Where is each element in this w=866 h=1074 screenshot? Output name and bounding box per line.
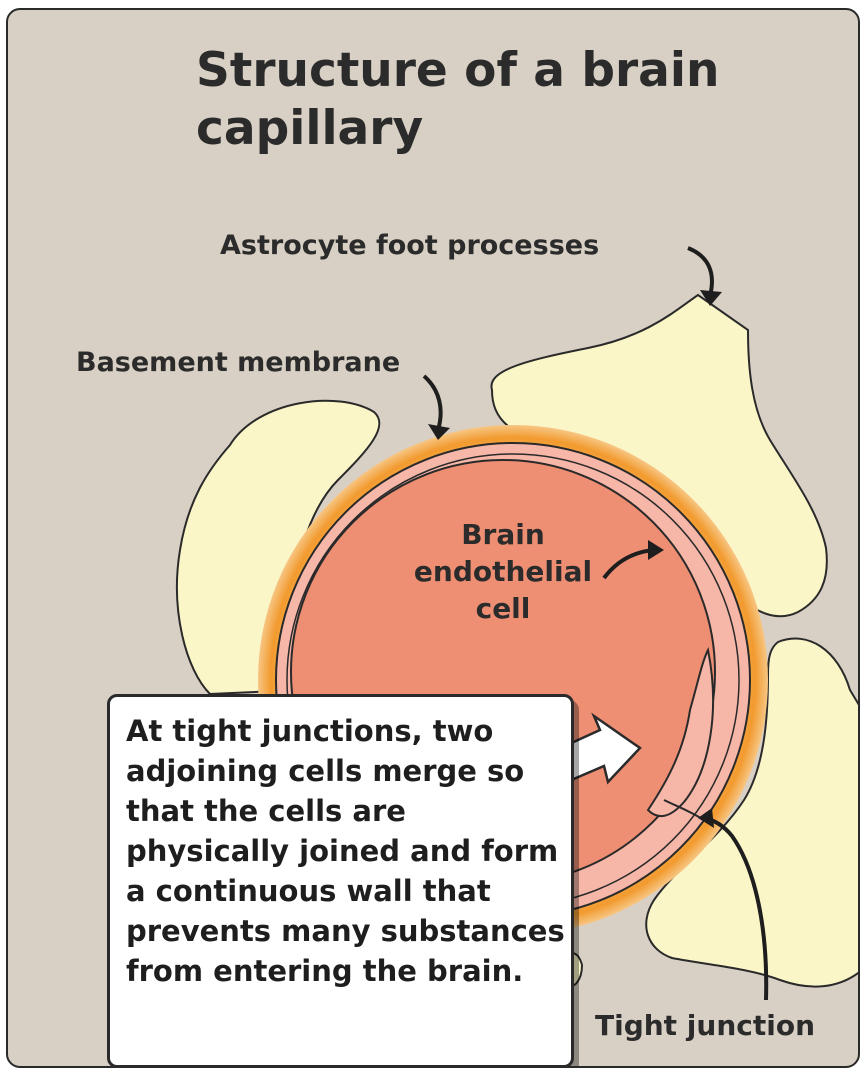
astrocyte-arrow [688,248,712,296]
diagram-panel: Structure of a brain capillary Astrocyte… [6,8,860,1068]
basement-membrane-label: Basement membrane [76,347,400,379]
astrocyte-label: Astrocyte foot processes [220,230,599,262]
basement-arrow [424,376,441,430]
tight-junction-label: Tight junction [595,1010,815,1042]
endothelial-cell-label: Brain endothelial cell [398,516,608,627]
callout-box: At tight junctions, two adjoining cells … [107,694,574,1068]
callout-text: At tight junctions, two adjoining cells … [126,711,566,991]
diagram-title: Structure of a brain capillary [196,42,796,158]
